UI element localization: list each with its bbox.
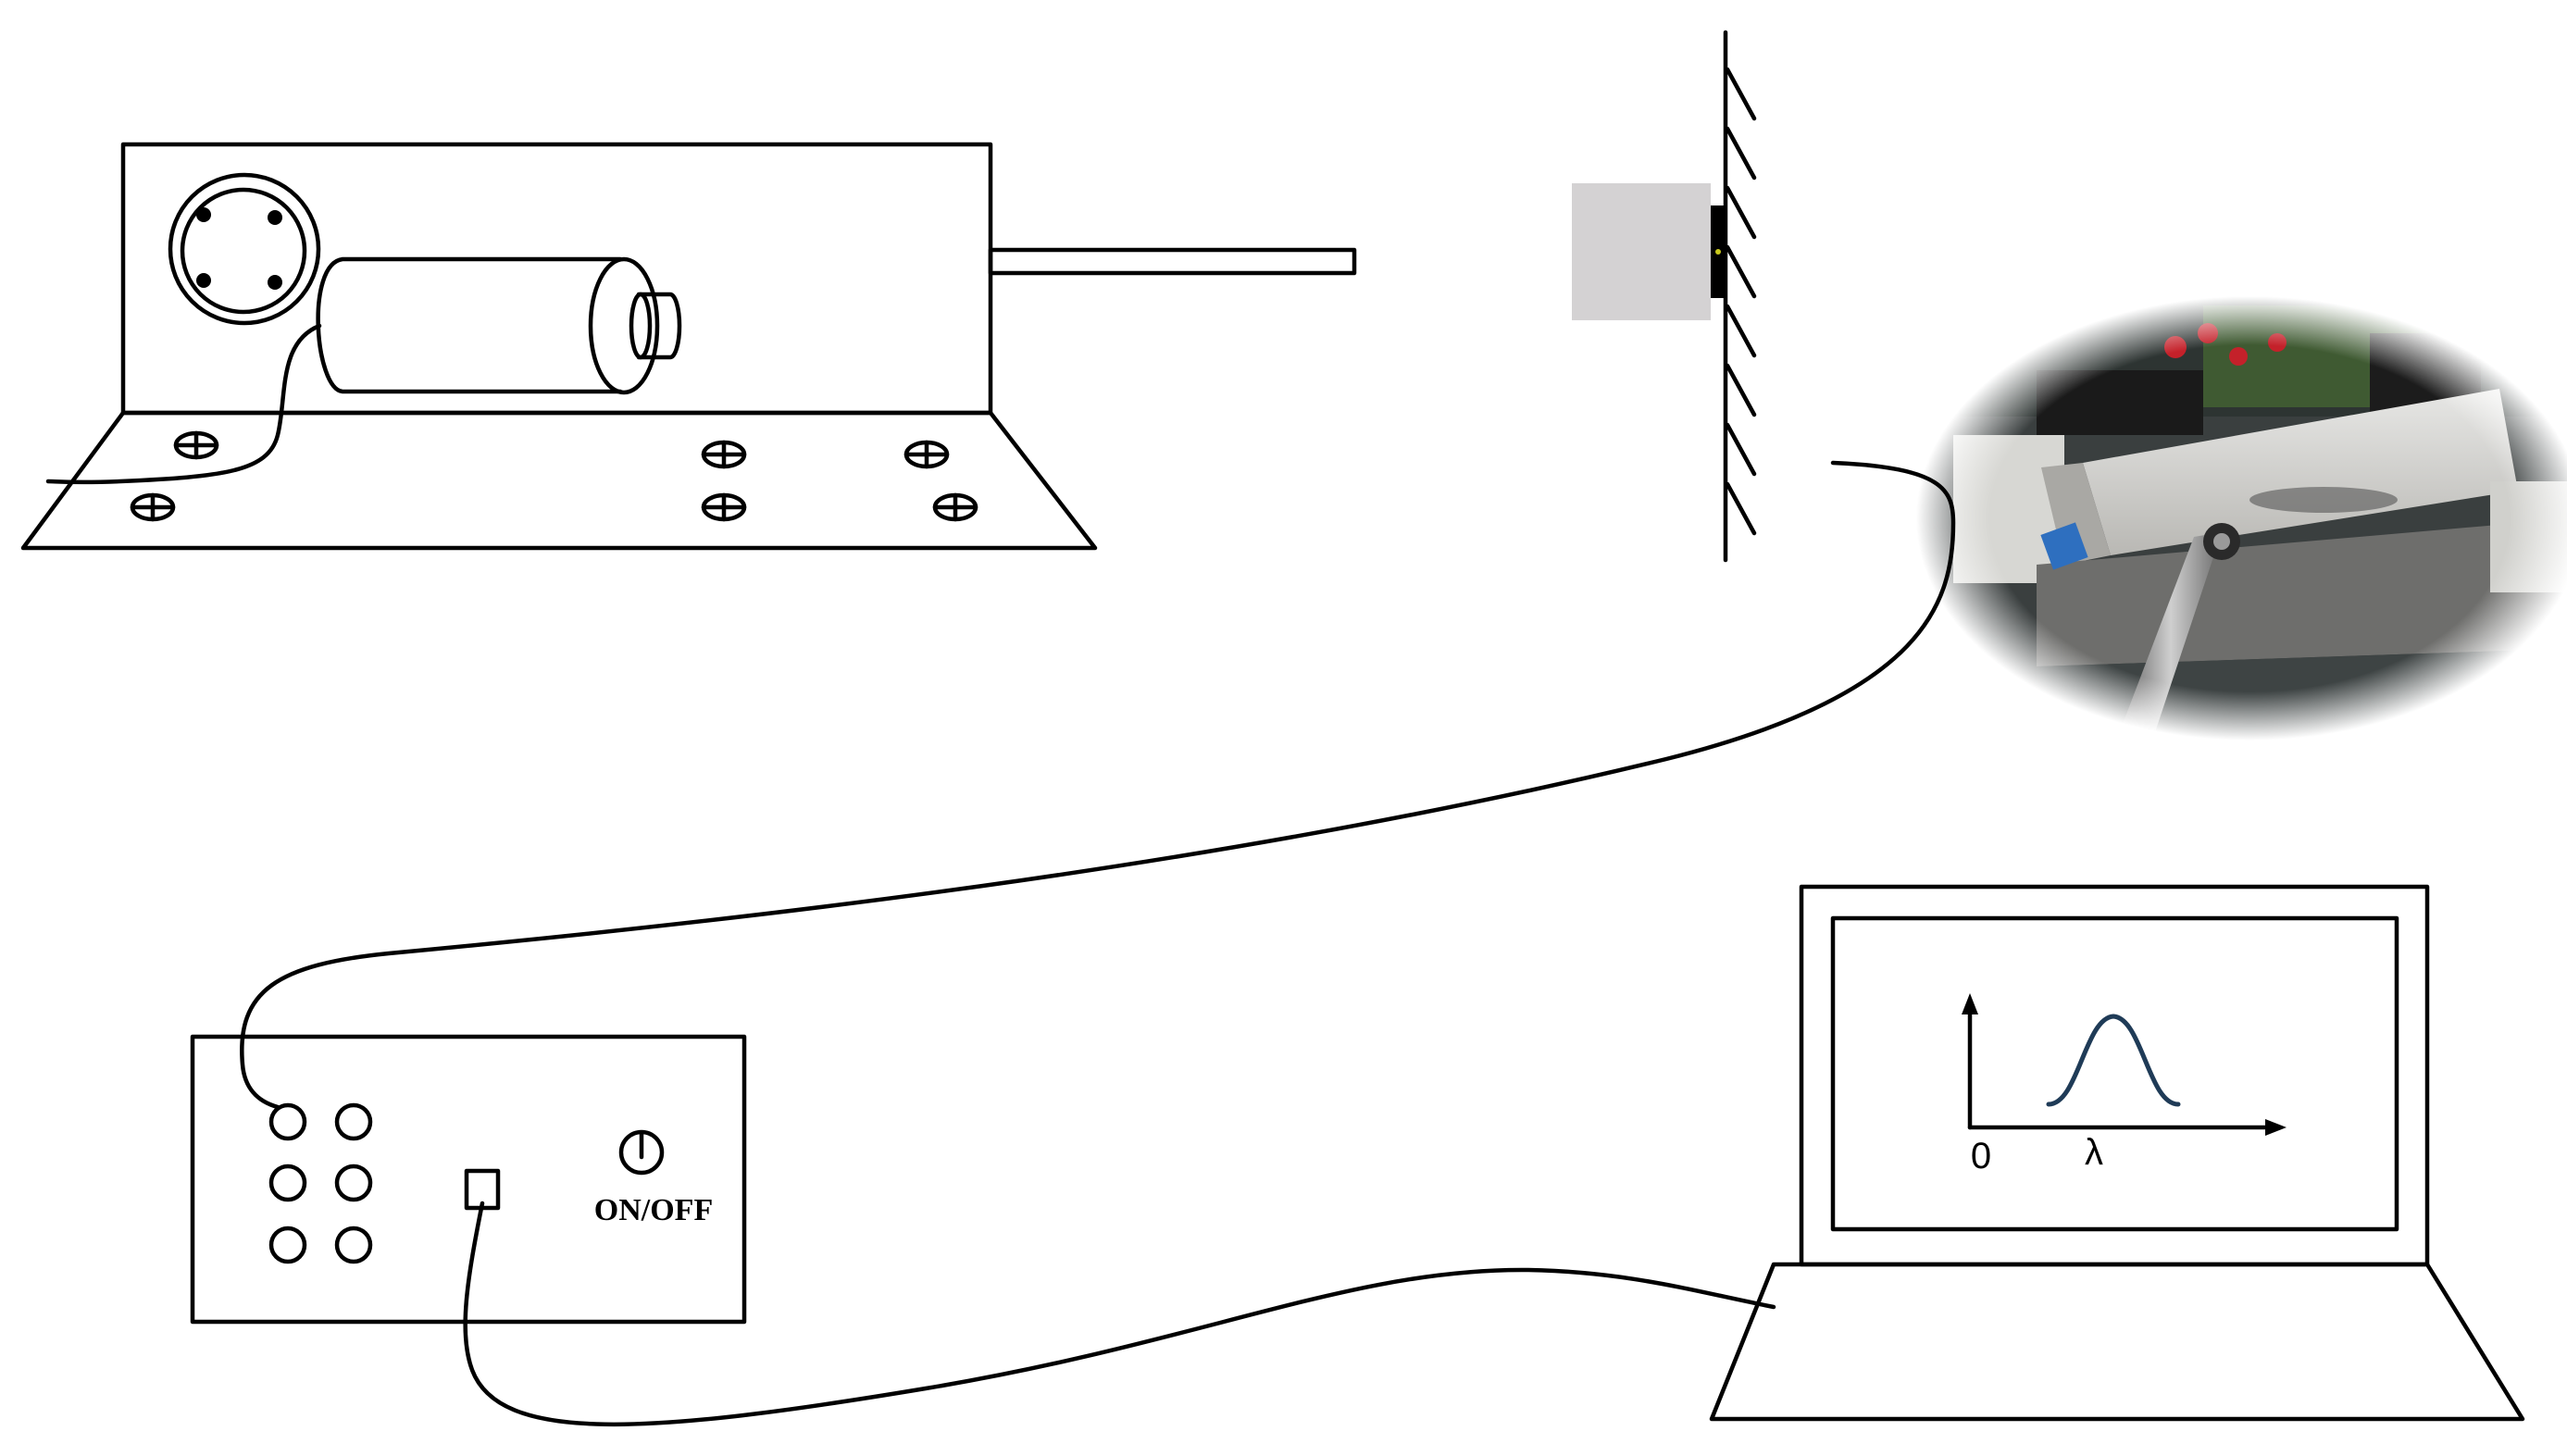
y-axis-arrow-icon	[1962, 993, 1978, 1014]
port-2[interactable]	[334, 1102, 373, 1141]
port-5[interactable]	[268, 1226, 307, 1264]
loading-device	[20, 142, 1357, 551]
base-screws	[130, 430, 978, 522]
motor-cylinder	[316, 256, 623, 394]
data-cable	[463, 1201, 1776, 1426]
motor-shaft-end	[629, 292, 653, 360]
port-1[interactable]	[268, 1102, 307, 1141]
screw-icon	[130, 492, 176, 522]
loading-device-base-plate	[20, 410, 1098, 551]
flange-bolt	[268, 275, 282, 290]
specimen-assembly	[1572, 30, 1757, 563]
fbg-interrogator: ON/OFF	[190, 1034, 747, 1325]
port-6[interactable]	[334, 1226, 373, 1264]
port-4[interactable]	[334, 1164, 373, 1202]
sensor-indicator-dot	[1715, 249, 1721, 255]
flange-bolt	[268, 210, 282, 225]
flange-bolt	[196, 207, 211, 222]
loading-rod	[988, 247, 1357, 276]
flange-bolt	[196, 273, 211, 288]
motor-shaft	[636, 292, 682, 360]
specimen-block	[1572, 183, 1711, 320]
screw-icon	[701, 492, 747, 522]
channel-ports	[268, 1102, 373, 1264]
interrogator-housing	[190, 1034, 747, 1325]
screw-icon	[903, 440, 950, 469]
motor-cylinder-end	[588, 256, 660, 395]
power-knob-icon[interactable]	[618, 1129, 665, 1176]
power-switch[interactable]: ON/OFF	[594, 1129, 713, 1227]
loading-device-housing	[120, 142, 993, 416]
x-axis-arrow-icon	[2265, 1119, 2287, 1136]
screw-icon	[932, 492, 978, 522]
wavelength-axis-label: λ	[2085, 1132, 2103, 1173]
port-3[interactable]	[268, 1164, 307, 1202]
screw-icon	[173, 430, 219, 460]
laptop-keyboard-base	[1709, 1262, 2525, 1422]
motor-wire	[45, 323, 322, 485]
motor-flange-inner	[180, 187, 307, 315]
screw-icon	[701, 440, 747, 469]
laptop-lid	[1799, 884, 2430, 1267]
specimen-photo	[1907, 287, 2567, 750]
motor-flange-outer	[168, 172, 321, 326]
spectrum-plot: 0 λ	[1962, 993, 2287, 1176]
spectrum-peak-curve	[2046, 1014, 2181, 1107]
optical-fiber-cable	[240, 460, 1956, 1110]
laptop-screen	[1830, 915, 2399, 1232]
laptop: 0 λ	[1709, 884, 2525, 1422]
origin-label: 0	[1971, 1136, 1991, 1176]
wall-hatching	[1725, 67, 1757, 536]
power-switch-label: ON/OFF	[594, 1193, 713, 1227]
